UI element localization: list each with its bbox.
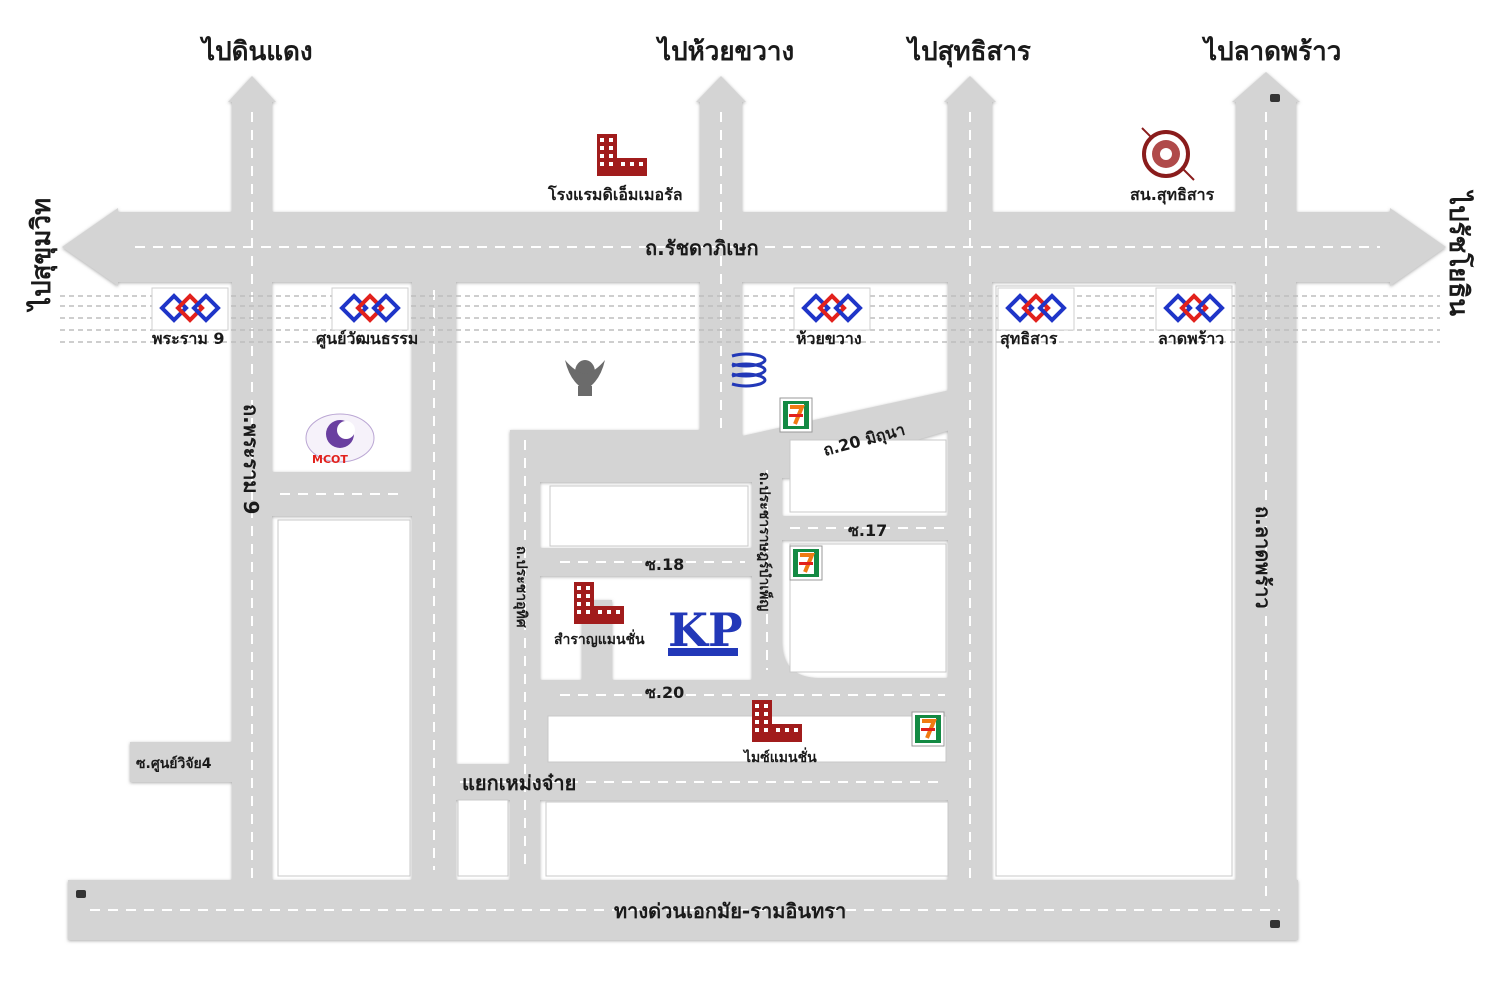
road-label-soi17: ซ.17 — [848, 521, 887, 540]
landmark-samran-mansion: สำราญแมนชั่น — [554, 582, 645, 648]
garuda-icon — [565, 360, 605, 396]
expressway-label: ทางด่วนเอกมัย-รามอินทรา — [614, 899, 846, 923]
mrt-rail-lines — [60, 295, 1440, 343]
expressway-marker-icon — [76, 94, 1280, 928]
mrt-station-huai-khwang: ห้วยขวาง — [792, 286, 872, 348]
svg-text:ห้วยขวาง: ห้วยขวาง — [796, 329, 862, 348]
city-blocks — [277, 285, 1233, 877]
mrt-icon — [330, 286, 410, 332]
svg-text:พระราม 9: พระราม 9 — [152, 329, 225, 348]
mrt-icon — [792, 286, 872, 332]
direction-sukhumvit: ไปสุขุมวิท — [25, 198, 58, 313]
seven-eleven-icon — [788, 544, 824, 582]
landmark-the-emerald-hotel: โรงแรมดิเอ็มเมอรัล — [547, 134, 683, 204]
landmark-mai-mansion: ไมซ์แมนชั่น — [742, 700, 817, 766]
svg-text:ลาดพร้าว: ลาดพร้าว — [1158, 329, 1224, 348]
intersection-label: แยกเหม่งจ๋าย — [462, 771, 576, 795]
svg-text:ศูนย์วัฒนธรรม: ศูนย์วัฒนธรรม — [316, 329, 418, 350]
road-label-soi20: ซ.20 — [645, 683, 684, 702]
direction-rotchayothin: ไปรัชโยธิน — [1443, 189, 1475, 316]
direction-huai-khwang: ไปห้วยขวาง — [655, 35, 794, 67]
kp-logo-icon: KP — [666, 602, 743, 658]
mrt-station-cultural-center: ศูนย์วัฒนธรรม — [316, 286, 418, 350]
mcot-icon: MCOT — [305, 413, 375, 466]
road-label-soi-soonwijai4: ซ.ศูนย์วิจัย4 — [136, 755, 212, 772]
seven-eleven-icon — [778, 396, 814, 434]
svg-text:โรงแรมดิเอ็มเมอรัล: โรงแรมดิเอ็มเมอรัล — [547, 183, 683, 204]
mrt-icon — [1154, 286, 1234, 332]
road-label-soi18: ซ.18 — [645, 555, 684, 574]
road-center-lines — [90, 112, 1380, 911]
fountain-icon — [731, 352, 767, 388]
direction-sutthisan: ไปสุทธิสาร — [905, 35, 1031, 68]
road-label-lat-phrao: ถ.ลาดพร้าว — [1251, 506, 1275, 609]
svg-text:ไมซ์แมนชั่น: ไมซ์แมนชั่น — [742, 747, 817, 766]
road-label-rama9: ถ.พระราม 9 — [239, 404, 263, 514]
police-seal-icon — [1141, 127, 1195, 181]
direction-din-daeng: ไปดินแดง — [199, 35, 313, 67]
building-icon — [597, 134, 647, 176]
svg-text:MCOT: MCOT — [312, 453, 348, 466]
svg-text:สน.สุทธิสาร: สน.สุทธิสาร — [1130, 185, 1215, 205]
svg-text:สำราญแมนชั่น: สำราญแมนชั่น — [554, 629, 645, 648]
direction-lat-phrao: ไปลาดพร้าว — [1201, 35, 1341, 67]
road-label-ratchadaphisek: ถ.รัชดาภิเษก — [645, 236, 759, 260]
mrt-station-sutthisan: สุทธิสาร — [996, 286, 1076, 349]
mrt-icon — [996, 286, 1076, 332]
road-label-pracha-rat-bamphen: ถ.ประชาราษฎร์บำเพ็ญ — [756, 472, 774, 611]
landmark-sutthisan-police: สน.สุทธิสาร — [1130, 127, 1215, 205]
svg-text:สุทธิสาร: สุทธิสาร — [1000, 329, 1058, 349]
mrt-icon — [150, 286, 230, 332]
seven-eleven-icon — [910, 710, 946, 748]
mrt-station-lat-phrao: ลาดพร้าว — [1154, 286, 1234, 348]
road-label-pracha-uthit: ถ.ประชาอุทิศ — [513, 546, 529, 629]
mrt-station-rama9: พระราม 9 — [150, 286, 230, 348]
